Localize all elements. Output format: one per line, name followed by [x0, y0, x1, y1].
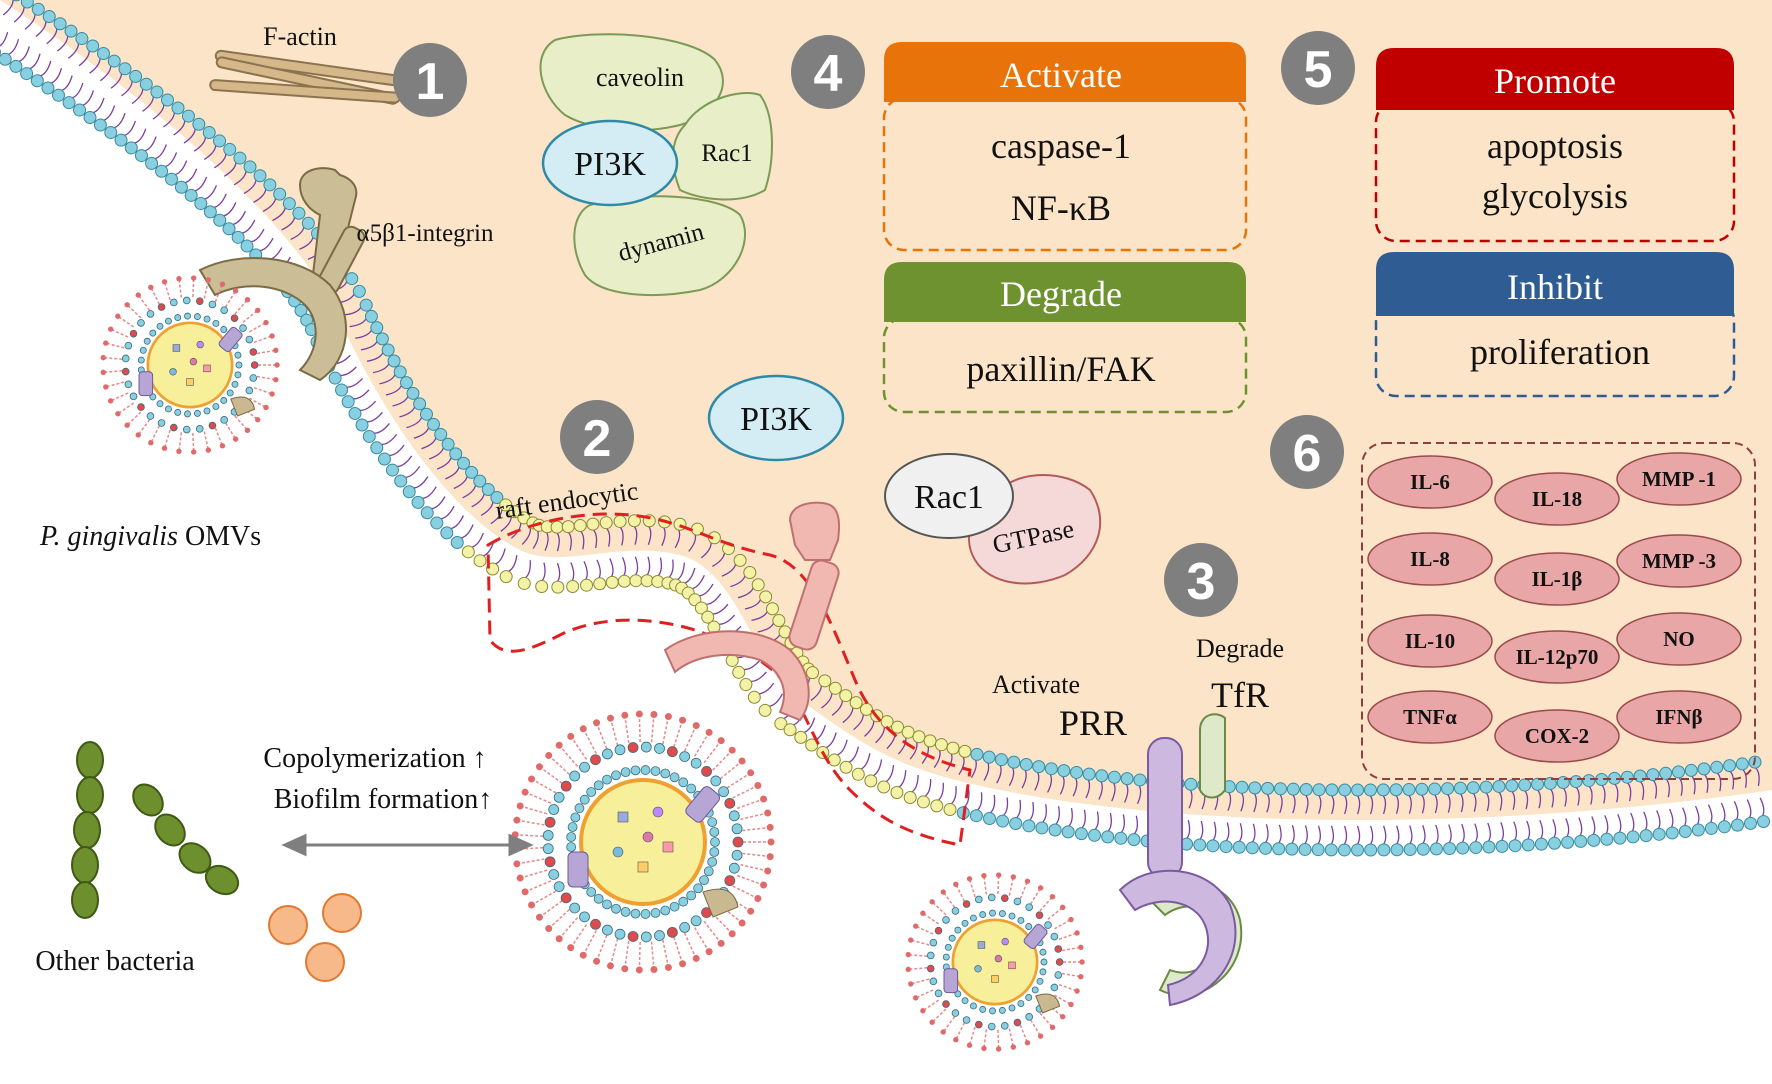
omv-label-suffix: OMVs: [178, 521, 261, 552]
step-markers: 1 2 3 4 5 6: [393, 31, 1355, 617]
step-circle-2: [560, 400, 634, 474]
cytokine-label: MMP -1: [1642, 467, 1716, 491]
coccus-bacteria-icon: [268, 893, 362, 982]
cytokine-label: IL-1β: [1532, 567, 1583, 591]
cytoplasm: [0, 0, 1772, 820]
promote-box-header-label: Promote: [1494, 61, 1616, 101]
caveolin-label: caveolin: [596, 63, 684, 92]
integrin-label: α5β1-integrin: [357, 220, 494, 247]
cytokine-label: IL-10: [1405, 629, 1455, 653]
cytokine-shape: [1616, 452, 1742, 506]
cytokine-label: TNFα: [1403, 705, 1457, 729]
pi3k-shape-2: [707, 374, 845, 462]
cytokine-box-border: [1361, 442, 1756, 780]
f-actin-icon: [209, 49, 401, 105]
endocytosis-complex-2: PI3K GTPase Rac1: [707, 374, 1102, 585]
degrade-box-header-label: Degrade: [1000, 274, 1122, 314]
step-number-6: 6: [1293, 425, 1322, 483]
cytokine-label: IL-12p70: [1516, 645, 1599, 669]
pi3k-label-1: PI3K: [574, 146, 646, 183]
rac1-label-2: Rac1: [914, 479, 984, 516]
cytokine-shape: [1367, 532, 1493, 586]
cytokine-label: NO: [1663, 627, 1695, 651]
promote-box-header: [1376, 48, 1734, 110]
promote-item-2: glycolysis: [1482, 176, 1628, 216]
prr-receptor-icon: [1118, 737, 1237, 1007]
inhibit-item-1: proliferation: [1470, 332, 1650, 372]
caveolin-shape: [539, 33, 724, 132]
activate-item-1: caspase-1: [991, 126, 1131, 166]
copolymerization-label: Copolymerization ↑: [263, 743, 486, 774]
step-number-2: 2: [583, 410, 612, 468]
endocytosis-complex-1: caveolin Rac1 dynamin PI3K: [539, 33, 773, 296]
inhibit-box-header: [1376, 252, 1734, 316]
promote-item-1: apoptosis: [1487, 126, 1623, 166]
cytokine-shape: [1367, 455, 1493, 509]
pi3k-label-2: PI3K: [740, 401, 812, 438]
cytokine-label: COX-2: [1525, 724, 1589, 748]
biofilm-label: Biofilm formation↑: [274, 784, 493, 815]
step-circle-6: [1270, 415, 1344, 489]
cytokine-shape: [1494, 552, 1620, 606]
activate-prr-small-label: Activate: [992, 670, 1080, 699]
cytokine-label: MMP -3: [1642, 549, 1716, 573]
f-actin-label: F-actin: [263, 22, 337, 51]
step-circle-5: [1281, 31, 1355, 105]
cytokine-shape: [1616, 534, 1742, 588]
cytokine-shape: [1494, 709, 1620, 763]
step-circle-4: [791, 35, 865, 109]
degrade-box: Degrade paxillin/FAK: [882, 262, 1248, 414]
step-number-4: 4: [814, 45, 843, 103]
promote-box: Promote apoptosis glycolysis: [1374, 48, 1736, 243]
cytokine-shape: [1367, 614, 1493, 668]
rac1-label-1: Rac1: [701, 140, 752, 167]
degrade-tfr-small-label: Degrade: [1196, 634, 1284, 663]
step-number-3: 3: [1187, 553, 1216, 611]
omv-label: P. gingivalis OMVs: [39, 521, 261, 552]
inhibit-box-header-label: Inhibit: [1507, 267, 1603, 307]
activate-item-2: NF-κB: [1011, 188, 1111, 228]
activate-box-header: [884, 42, 1246, 102]
degrade-item-1: paxillin/FAK: [966, 349, 1155, 389]
step-number-5: 5: [1304, 41, 1333, 99]
plasma-membrane: [0, 0, 1771, 857]
bidirectional-arrow: [281, 833, 534, 857]
activate-box-header-label: Activate: [1000, 55, 1122, 95]
prr-label: PRR: [1059, 703, 1127, 743]
dynamin-shape: [573, 195, 746, 296]
step-number-1: 1: [416, 53, 445, 111]
cytokine-label: IL-18: [1532, 487, 1582, 511]
raft-outline: [486, 512, 972, 847]
omv-vesicle-large: [511, 710, 775, 974]
rac1-shape-2: [884, 453, 1014, 539]
cytokine-list: IL-6IL-18 MMP -1 IL-8IL-1β MMP -3 IL-10IL-12…: [1367, 452, 1742, 763]
tfr-label: TfR: [1211, 675, 1269, 715]
step-circle-3: [1164, 543, 1238, 617]
cytokine-shape: [1616, 612, 1742, 666]
cytokine-shape: [1494, 472, 1620, 526]
cytokine-shape: [1616, 690, 1742, 744]
omv-vesicle-bottom: [905, 872, 1085, 1052]
omv-label-species: P. gingivalis: [39, 521, 178, 552]
raft-receptor-icon: [663, 501, 840, 722]
cytokine-shape: [1367, 690, 1493, 744]
inhibit-box: Inhibit proliferation: [1374, 252, 1736, 398]
cytokine-label: IL-6: [1410, 470, 1450, 494]
step-circle-1: [393, 43, 467, 117]
inhibit-box-border: [1374, 298, 1736, 398]
cytokine-label: IFNβ: [1655, 705, 1702, 729]
activate-box: Activate caspase-1 NF-κB: [882, 42, 1248, 252]
integrin-receptor-icon: [198, 167, 366, 382]
pi3k-shape-1: [541, 119, 679, 207]
cytokine-shape: [1494, 630, 1620, 684]
cytokine-label: IL-8: [1410, 547, 1450, 571]
degrade-box-header: [884, 262, 1246, 322]
omv-vesicle-left: [100, 275, 280, 455]
other-bacteria-label: Other bacteria: [35, 946, 195, 977]
rod-bacteria-icon: [71, 741, 240, 919]
